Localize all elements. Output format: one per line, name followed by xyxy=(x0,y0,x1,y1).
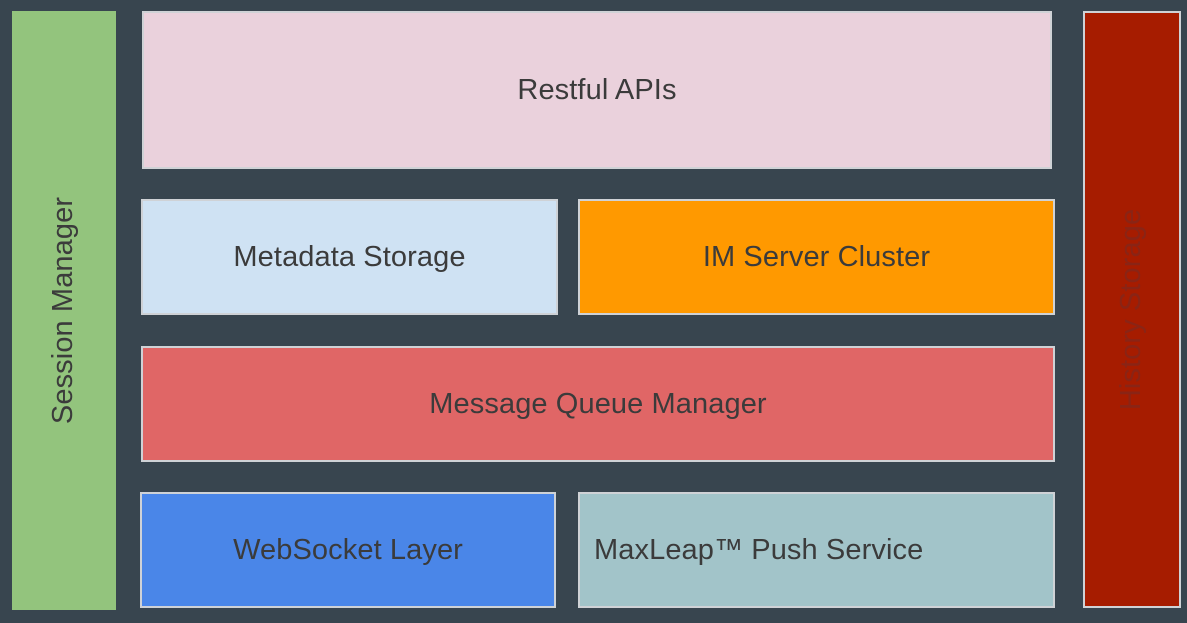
push-service-label: MaxLeap™ Push Service xyxy=(594,533,924,566)
history-storage-label: History Storage xyxy=(1115,208,1148,411)
im-server-cluster-label: IM Server Cluster xyxy=(702,240,931,273)
restful-apis-label: Restful APIs xyxy=(517,73,677,106)
message-queue-manager-label: Message Queue Manager xyxy=(429,387,767,420)
restful-apis-block: Restful APIs xyxy=(142,11,1052,169)
session-manager-label: Session Manager xyxy=(47,196,80,425)
metadata-storage-block: Metadata Storage xyxy=(141,199,558,315)
session-manager-block: Session Manager xyxy=(12,11,116,610)
history-storage-block: History Storage xyxy=(1083,11,1181,608)
im-server-cluster-block: IM Server Cluster xyxy=(578,199,1055,315)
websocket-layer-label: WebSocket Layer xyxy=(233,533,463,566)
websocket-layer-block: WebSocket Layer xyxy=(140,492,556,608)
message-queue-manager-block: Message Queue Manager xyxy=(141,346,1055,462)
push-service-block: MaxLeap™ Push Service xyxy=(578,492,1055,608)
metadata-storage-label: Metadata Storage xyxy=(233,240,466,273)
